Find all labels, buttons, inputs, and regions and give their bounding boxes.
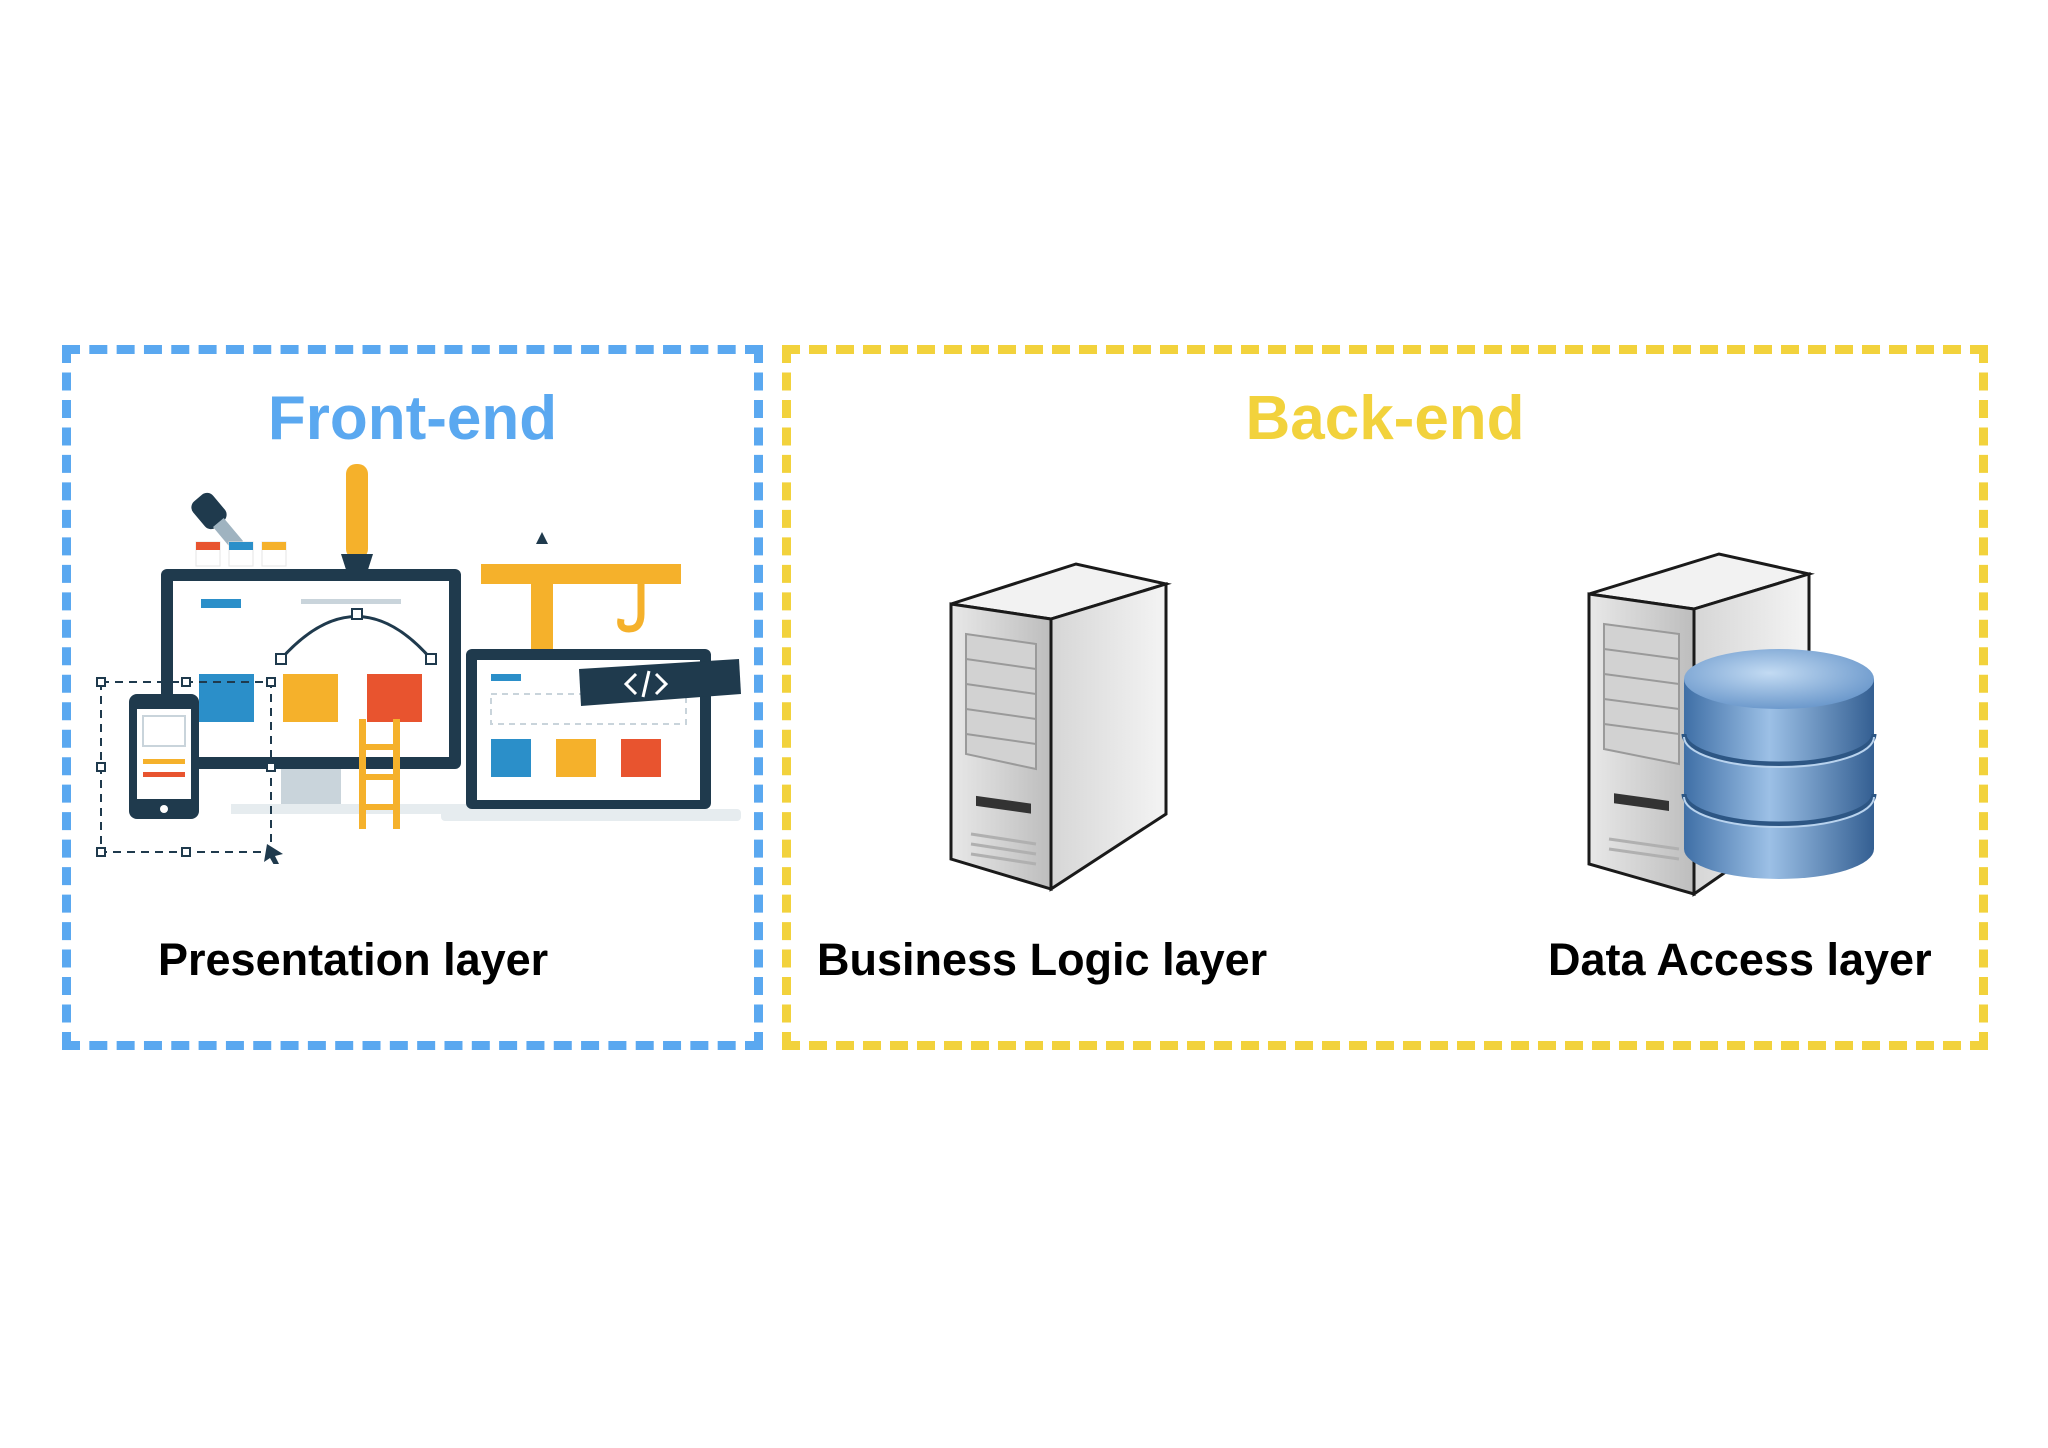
frontend-panel: Front-end [62,345,763,1050]
backend-panel: Back-end Business Logic layer [782,345,1988,1050]
backend-title: Back-end [1245,384,1525,453]
web-design-illustration-icon [96,464,741,864]
business-logic-layer-label: Business Logic layer [817,934,1268,985]
server-tower-icon [949,562,1172,892]
database-server-icon [1587,552,1877,897]
data-access-layer-label: Data Access layer [1548,934,1932,985]
presentation-layer-label: Presentation layer [158,934,549,985]
frontend-title: Front-end [267,384,558,453]
